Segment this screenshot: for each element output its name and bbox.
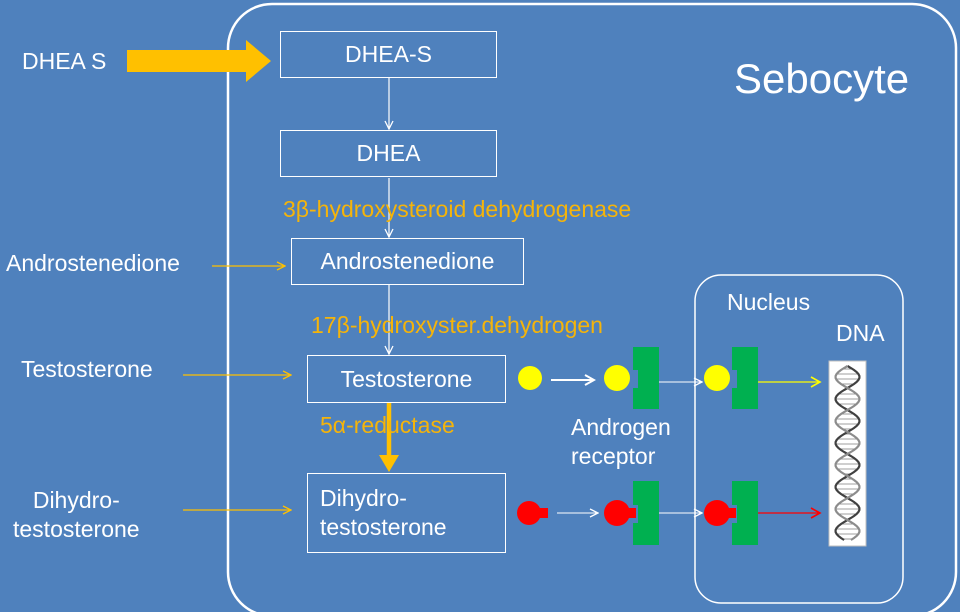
- enzyme-5a-reductase: 5α-reductase: [320, 412, 455, 438]
- pathway-arrowhead-testosterone-dht: [379, 455, 399, 472]
- testosterone-ligand-nucleus: [704, 365, 730, 391]
- dna-helix-icon: [828, 360, 867, 547]
- box-androstenedione: Androstenedione: [291, 238, 524, 285]
- dht-ligand-free: [517, 501, 541, 525]
- box-dht-label: Dihydro- testosterone: [320, 485, 447, 540]
- enzyme-3b-hsd: 3β-hydroxysteroid dehydrogenase: [283, 196, 632, 222]
- cell-membrane: [226, 2, 958, 612]
- dna-label: DNA: [836, 320, 885, 346]
- androgen-receptor-label: Androgen receptor: [571, 414, 671, 469]
- box-dheas-label: DHEA-S: [345, 41, 432, 67]
- testosterone-ligand-bound: [604, 365, 630, 391]
- nucleus-membrane: [694, 274, 904, 604]
- box-testosterone: Testosterone: [307, 355, 506, 403]
- box-dheas: DHEA-S: [280, 31, 497, 78]
- box-dht: Dihydro- testosterone: [307, 473, 506, 553]
- outside-label-dht: Dihydro- testosterone: [13, 487, 140, 542]
- outside-label-dheas: DHEA S: [22, 48, 107, 74]
- box-androstenedione-label: Androstenedione: [320, 248, 495, 274]
- dht-ligand-free-tab: [538, 508, 548, 518]
- box-testosterone-label: Testosterone: [340, 365, 473, 392]
- enzyme-17b-hsd: 17β-hydroxyster.dehydrogen: [311, 312, 603, 338]
- testosterone-ligand-free: [518, 366, 542, 390]
- receptor-notch: [628, 370, 638, 388]
- receptor-notch: [727, 370, 737, 388]
- dht-ligand-nucleus: [704, 500, 730, 526]
- box-dhea-label: DHEA: [356, 140, 421, 166]
- dht-ligand-nucleus-tab: [726, 508, 736, 518]
- outside-label-testosterone: Testosterone: [21, 356, 153, 382]
- dht-ligand-bound: [604, 500, 630, 526]
- dheas-entry-arrow: [127, 40, 271, 82]
- dht-ligand-bound-tab: [626, 508, 636, 518]
- outside-label-androstenedione: Androstenedione: [6, 250, 180, 276]
- box-dhea: DHEA: [280, 130, 497, 177]
- cell-label: Sebocyte: [734, 55, 910, 102]
- nucleus-label: Nucleus: [727, 289, 811, 315]
